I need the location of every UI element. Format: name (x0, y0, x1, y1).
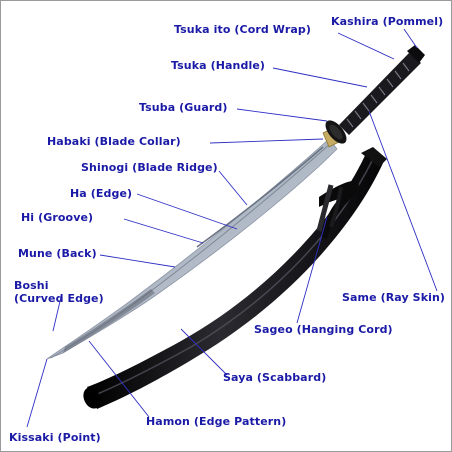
tsuka-handle (339, 45, 425, 135)
label-hamon: Hamon (Edge Pattern) (146, 415, 286, 428)
label-saya: Saya (Scabbard) (223, 371, 326, 384)
label-sageo: Sageo (Hanging Cord) (254, 323, 393, 336)
label-habaki: Habaki (Blade Collar) (47, 135, 181, 148)
label-boshi-subtitle: (Curved Edge) (14, 292, 104, 305)
label-kissaki: Kissaki (Point) (9, 431, 101, 444)
label-shinogi: Shinogi (Blade Ridge) (81, 161, 218, 174)
label-tsuba: Tsuba (Guard) (139, 101, 227, 114)
label-tsuka-ito: Tsuka ito (Cord Wrap) (174, 23, 311, 36)
label-ha: Ha (Edge) (70, 187, 132, 200)
label-kashira: Kashira (Pommel) (331, 15, 443, 28)
label-tsuka: Tsuka (Handle) (171, 59, 265, 72)
label-hi: Hi (Groove) (21, 211, 93, 224)
label-mune: Mune (Back) (18, 247, 97, 260)
label-boshi: Boshi (14, 279, 49, 292)
label-same: Same (Ray Skin) (342, 291, 445, 304)
